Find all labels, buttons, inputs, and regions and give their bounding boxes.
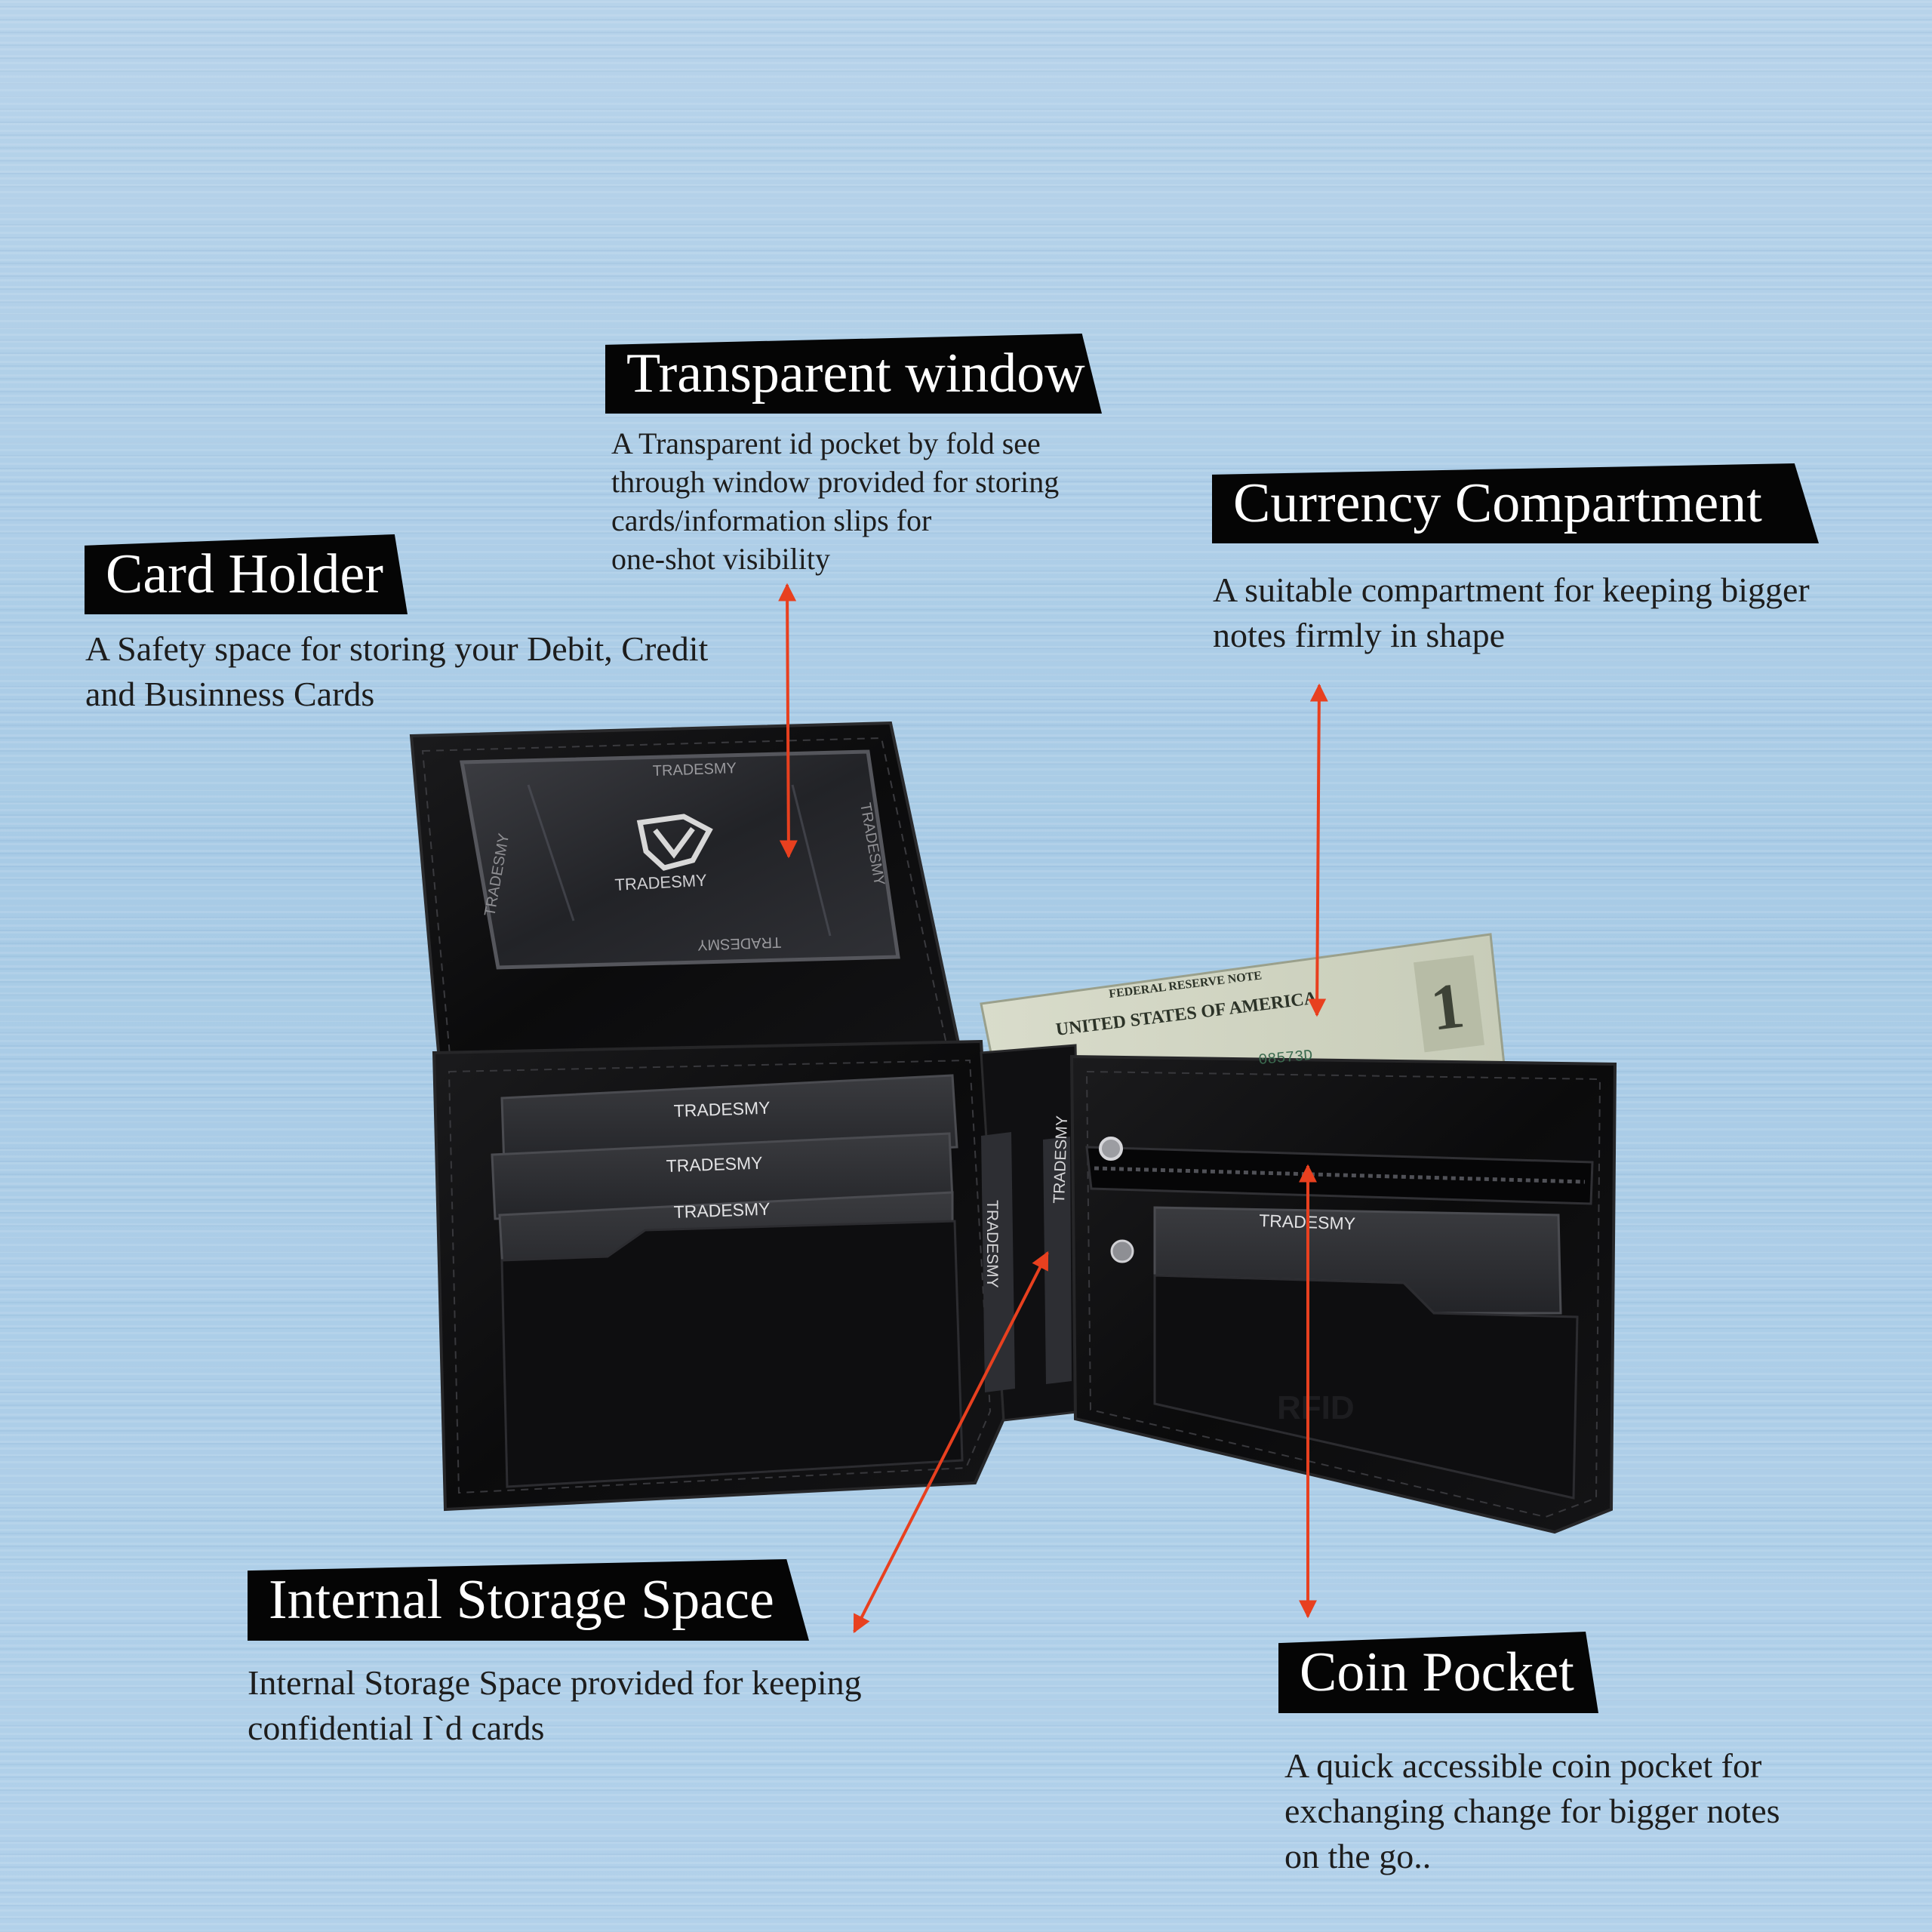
transparent-window bbox=[460, 749, 900, 970]
brand-mark-flap-bottom: TRADESMY bbox=[697, 934, 782, 953]
currency-compartment-description: A suitable compartment for keeping bigge… bbox=[1213, 571, 1810, 654]
internal-storage-label: Internal Storage Space bbox=[248, 1559, 809, 1641]
coin-pocket-panel bbox=[1069, 1054, 1617, 1534]
brand-mark-coin-card: TRADESMY bbox=[1259, 1211, 1356, 1233]
transparent-window-description: A Transparent id pocket by fold see thro… bbox=[611, 426, 1060, 576]
brand-mark-card-3: TRADESMY bbox=[673, 1199, 771, 1222]
brand-mark-card-1: TRADESMY bbox=[673, 1098, 771, 1121]
coin-pocket-label: Coin Pocket bbox=[1278, 1632, 1598, 1713]
currency-compartment-label: Currency Compartment bbox=[1212, 463, 1819, 543]
brand-mark-divider-right: TRADESMY bbox=[1051, 1115, 1071, 1204]
card-holder-label: Card Holder bbox=[85, 534, 408, 614]
brand-mark-card-2: TRADESMY bbox=[666, 1153, 763, 1176]
coin-pocket-description: A quick accessible coin pocket for excha… bbox=[1284, 1746, 1780, 1875]
transparent-window-label: Transparent window bbox=[605, 334, 1102, 414]
tradesmy-logo bbox=[636, 814, 713, 871]
card-holder-description: A Safety space for storing your Debit, C… bbox=[85, 629, 709, 713]
internal-storage-description: Internal Storage Space provided for keep… bbox=[248, 1663, 862, 1747]
coin-pocket-zipper bbox=[1085, 1146, 1594, 1205]
brand-mark-flap-top: TRADESMY bbox=[652, 760, 737, 780]
rfid-emboss: RFID bbox=[1277, 1389, 1355, 1426]
brand-mark-divider-left: TRADESMY bbox=[983, 1200, 1001, 1288]
